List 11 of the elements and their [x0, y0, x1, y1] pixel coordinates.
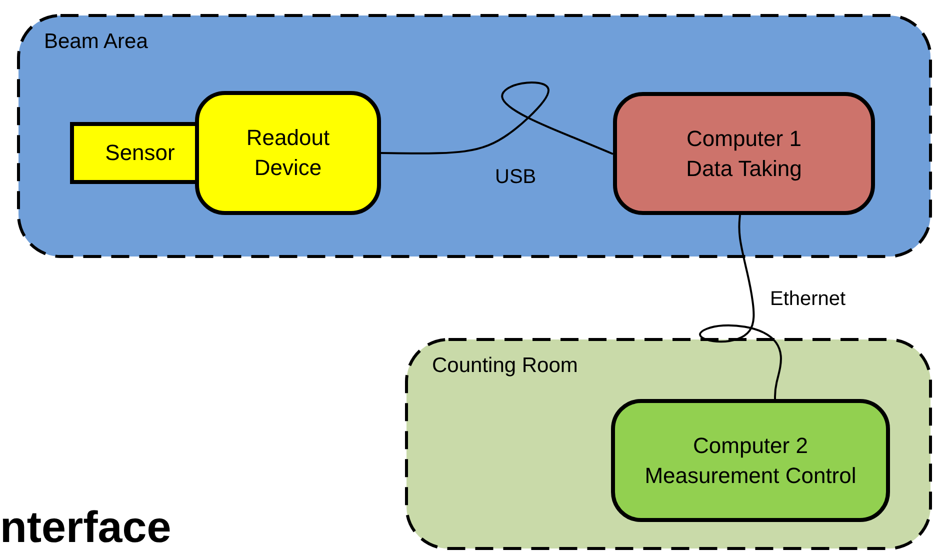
area-title: Beam Area	[44, 30, 148, 54]
box-label: Sensor	[105, 139, 175, 167]
cable-line	[699, 214, 782, 399]
edge-label: Ethernet	[770, 288, 846, 311]
box-label: Computer 2 Measurement Control	[644, 432, 858, 490]
heading-text: nterface	[0, 505, 172, 551]
box-label: Computer 1 Data Taking	[685, 124, 803, 183]
cable-line	[380, 81, 614, 155]
box-label: Readout Device	[245, 124, 331, 182]
area-title: Counting Room	[432, 354, 578, 378]
edge-label: USB	[495, 166, 536, 189]
